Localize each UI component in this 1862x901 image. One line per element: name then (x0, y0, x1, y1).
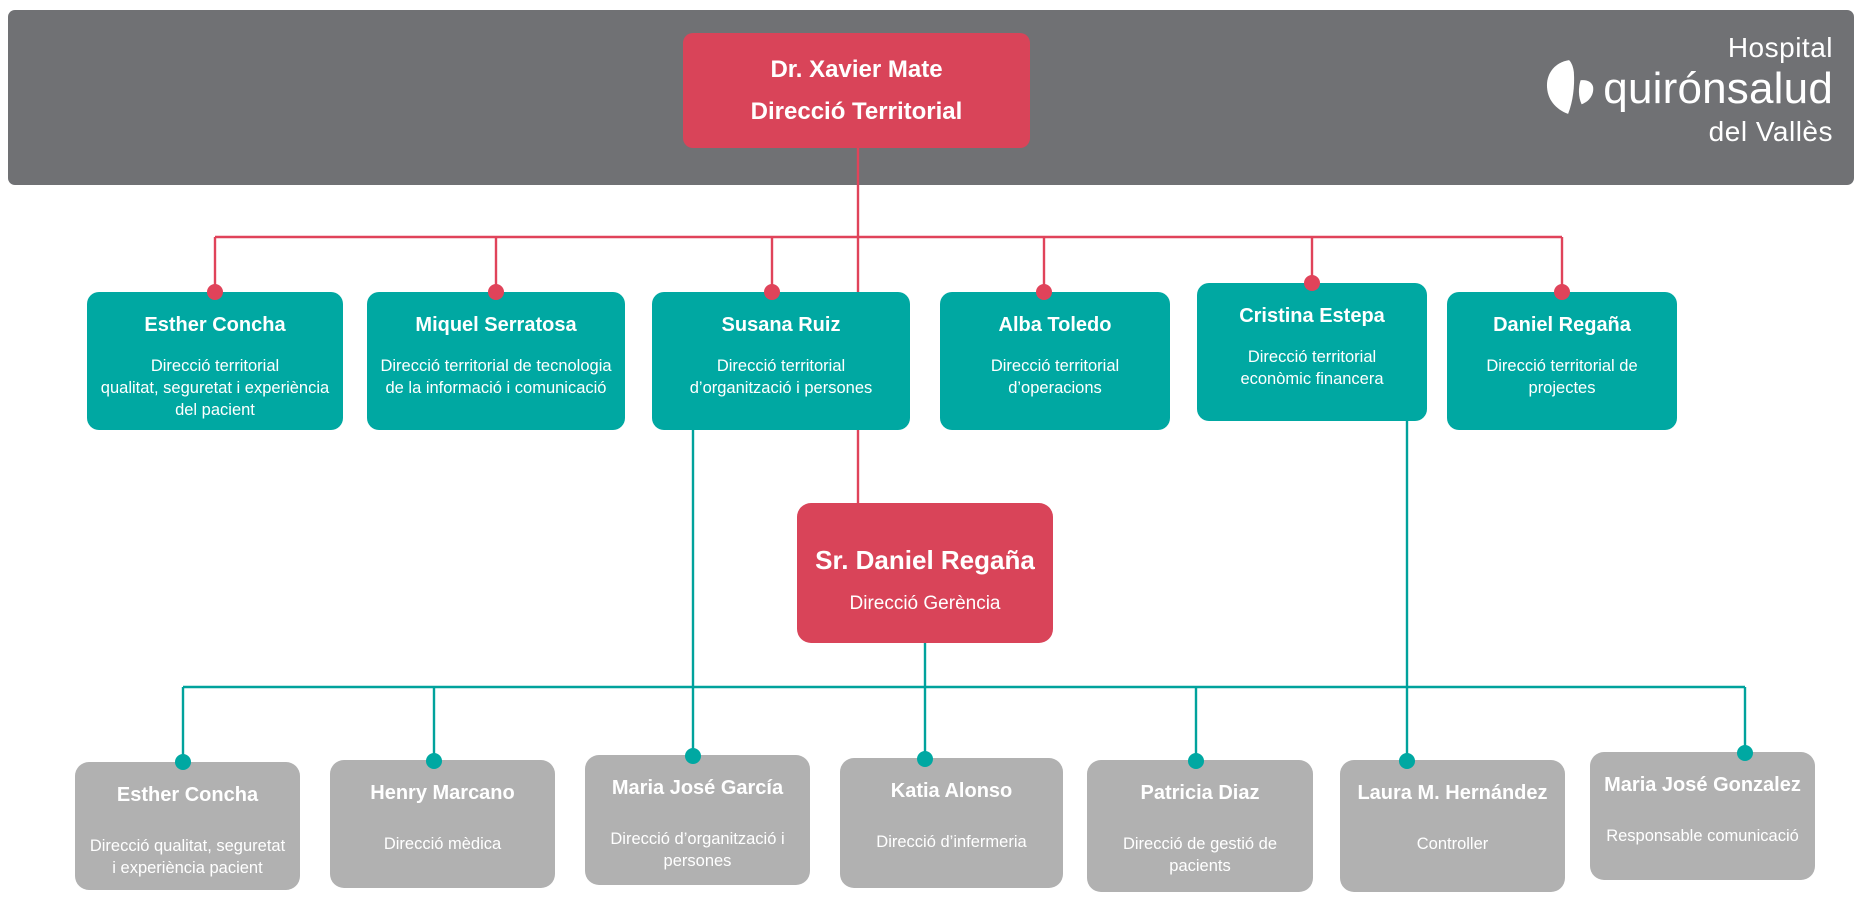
person-role: Direcció territorial d’operacions (990, 357, 1120, 397)
org-node-katia-alonso: Katia Alonso Direcció d’infermeria (840, 758, 1063, 888)
quironsalud-petals-icon (1546, 59, 1596, 120)
person-role: Responsable comunicació (1606, 827, 1799, 845)
person-name: Daniel Regaña (1493, 314, 1631, 336)
person-role: Direcció territorial de projectes (1486, 357, 1638, 397)
org-node-root: Dr. Xavier Mate Direcció Territorial (683, 33, 1030, 148)
person-name: Esther Concha (116, 784, 259, 806)
person-role: Direcció Territorial (750, 97, 963, 125)
org-node-cristina-estepa: Cristina Estepa Direcció territorial eco… (1197, 283, 1427, 421)
person-role: Direcció territorial d’organització i pe… (689, 357, 873, 397)
org-node-esther-concha-territorial: Esther Concha Direcció territorial quali… (87, 292, 343, 430)
org-node-alba-toledo: Alba Toledo Direcció territorial d’opera… (940, 292, 1170, 430)
teal-connector-lines (181, 421, 1747, 762)
person-role: Direcció qualitat, seguretat i experiènc… (89, 837, 286, 877)
org-node-susana-ruiz: Susana Ruiz Direcció territorial d’organ… (652, 292, 910, 430)
logo-region-text: del Vallès (1708, 116, 1833, 147)
person-name: Alba Toledo (998, 314, 1112, 336)
person-role: Controller (1416, 835, 1489, 853)
org-node-sr-daniel-regana-gerencia: Sr. Daniel Regaña Direcció Gerència (797, 503, 1053, 643)
org-node-laura-hernandez: Laura M. Hernández Controller (1340, 760, 1565, 892)
person-role: Direcció mèdica (383, 835, 502, 853)
org-node-miquel-serratosa: Miquel Serratosa Direcció territorial de… (367, 292, 625, 430)
person-role: Direcció d’infermeria (876, 833, 1027, 851)
person-role: Direcció territorial de tecnologia de la… (380, 357, 612, 397)
org-node-maria-jose-gonzalez: Maria José Gonzalez Responsable comunica… (1590, 752, 1815, 880)
person-name: Dr. Xavier Mate (770, 55, 943, 83)
org-node-daniel-regana-territorial: Daniel Regaña Direcció territorial de pr… (1447, 292, 1677, 430)
person-name: Maria José García (611, 777, 784, 799)
person-role: Direcció territorial qualitat, seguretat… (100, 357, 330, 419)
org-node-maria-jose-garcia: Maria José García Direcció d’organitzaci… (585, 755, 810, 885)
person-name: Maria José Gonzalez (1604, 774, 1801, 796)
person-name: Katia Alonso (890, 780, 1013, 802)
logo-brand-text: quirónsalud (1603, 64, 1833, 113)
person-name: Laura M. Hernández (1357, 782, 1548, 804)
person-name: Henry Marcano (370, 782, 515, 804)
hospital-logo: Hospital quirónsalud del Vallès (1546, 33, 1833, 149)
person-role: Direcció Gerència (849, 593, 1001, 614)
person-name: Cristina Estepa (1239, 305, 1385, 327)
org-node-esther-concha-hospital: Esther Concha Direcció qualitat, seguret… (75, 762, 300, 890)
person-name: Miquel Serratosa (415, 314, 577, 336)
person-name: Patricia Diaz (1140, 782, 1260, 804)
logo-hospital-text: Hospital (1727, 32, 1833, 63)
person-role: Direcció d’organització i persones (610, 830, 785, 870)
person-role: Direcció de gestió de pacients (1122, 835, 1278, 875)
person-name: Esther Concha (144, 314, 286, 336)
org-node-henry-marcano: Henry Marcano Direcció mèdica (330, 760, 555, 888)
person-name: Susana Ruiz (721, 314, 841, 336)
person-name: Sr. Daniel Regaña (815, 545, 1035, 575)
person-role: Direcció territorial econòmic financera (1240, 348, 1384, 388)
org-node-patricia-diaz: Patricia Diaz Direcció de gestió de paci… (1087, 760, 1313, 892)
